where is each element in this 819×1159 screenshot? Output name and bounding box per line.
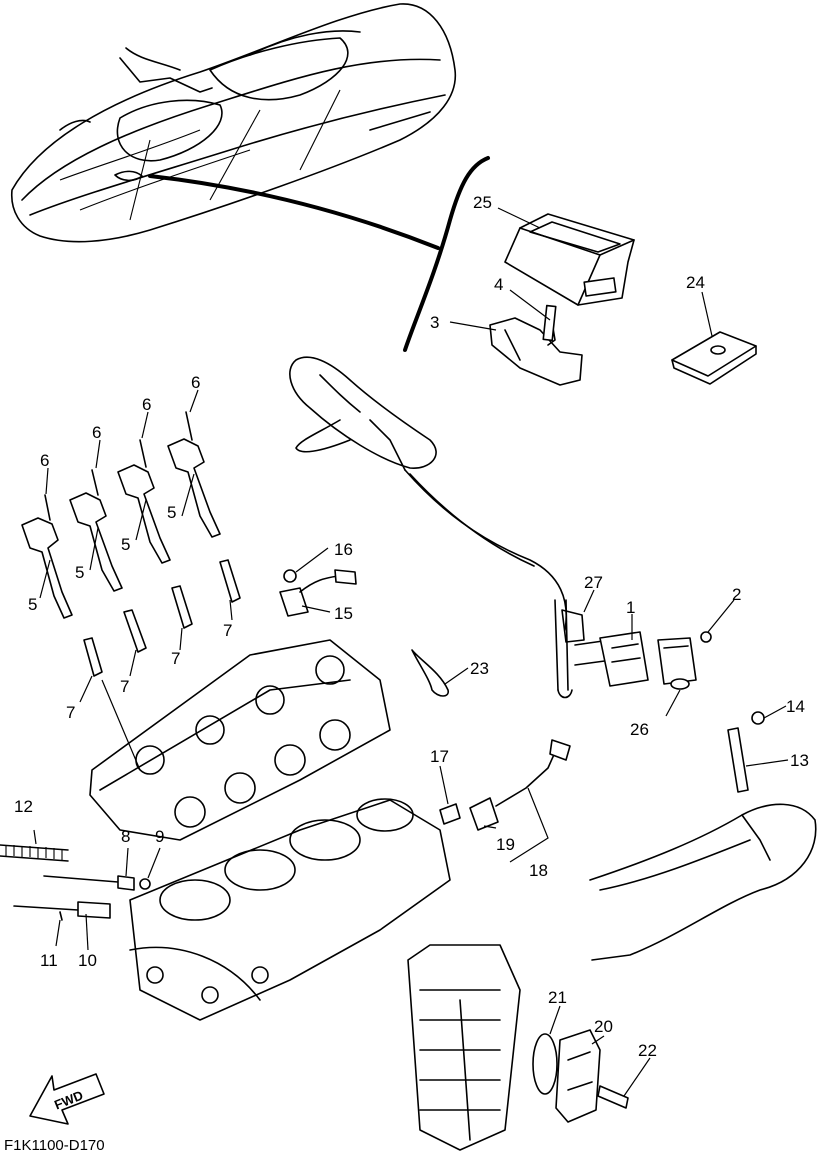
callout-24: 24 (686, 273, 705, 292)
callout-19: 19 (496, 835, 515, 854)
callout-11: 11 (40, 951, 58, 970)
callout-12: 12 (14, 797, 33, 816)
handlebar-throttle (289, 356, 573, 699)
callout-1: 1 (626, 598, 635, 617)
callout-21: 21 (548, 988, 567, 1007)
callout-2: 2 (732, 585, 741, 604)
callout-18: 18 (529, 861, 548, 880)
callout-5-1: 5 (167, 503, 176, 522)
callout-15: 15 (334, 604, 353, 623)
callout-numbers: 25 4 3 24 6 6 6 6 5 5 5 5 7 7 7 7 16 15 … (14, 193, 809, 1060)
callout-6-1: 6 (191, 373, 200, 392)
callout-4: 4 (494, 275, 503, 294)
location-leader (148, 174, 440, 250)
callout-6-4: 6 (40, 451, 49, 470)
temperature-sensor (439, 803, 461, 825)
engine-sensors-front (13, 875, 151, 921)
starter-motor (407, 944, 521, 1151)
callout-6-2: 6 (142, 395, 151, 414)
oxygen-sensor (469, 739, 571, 831)
callout-20: 20 (594, 1017, 613, 1036)
callout-27: 27 (584, 573, 603, 592)
callout-9: 9 (155, 827, 164, 846)
callout-5-4: 5 (28, 595, 37, 614)
ignition-coils (21, 411, 221, 619)
callout-7-3: 7 (120, 677, 129, 696)
callout-26: 26 (630, 720, 649, 739)
pressure-sensor (279, 569, 357, 617)
callout-5-3: 5 (75, 563, 84, 582)
group-bracket (403, 156, 490, 352)
callout-10: 10 (78, 951, 97, 970)
engine-cylinder-block (129, 798, 451, 1021)
spark-plugs (83, 559, 241, 677)
callout-14: 14 (786, 697, 805, 716)
callout-13: 13 (790, 751, 809, 770)
ecu-assembly (489, 213, 635, 386)
engine-cylinder-head (89, 639, 391, 841)
callout-16: 16 (334, 540, 353, 559)
callout-7-1: 7 (223, 621, 232, 640)
callout-3: 3 (430, 313, 439, 332)
watercraft-illustration (11, 3, 457, 243)
cable-clamp (411, 649, 449, 697)
leader-lines (33, 207, 789, 1097)
callout-23: 23 (470, 659, 489, 678)
remote-control (671, 331, 757, 385)
exhaust-manifold (589, 711, 817, 961)
forward-direction-arrow: FWD (29, 1073, 105, 1125)
callout-8: 8 (121, 827, 130, 846)
relay-group (532, 1029, 629, 1123)
callout-5-2: 5 (121, 535, 130, 554)
callout-22: 22 (638, 1041, 657, 1060)
callout-7-4: 7 (66, 703, 75, 722)
callout-6-3: 6 (92, 423, 101, 442)
callout-17: 17 (430, 747, 449, 766)
callout-25: 25 (473, 193, 492, 212)
diagram-code: F1K1100-D170 (4, 1137, 105, 1154)
throttle-sensor-group (561, 609, 712, 690)
coolant-hose (0, 844, 69, 862)
callout-7-2: 7 (171, 649, 180, 668)
